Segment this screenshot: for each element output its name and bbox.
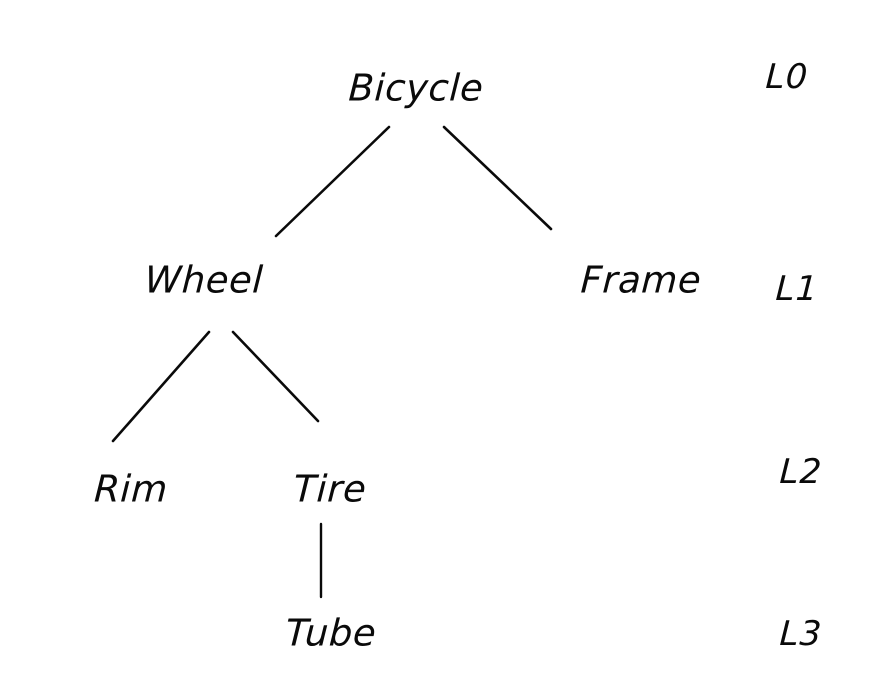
node-wheel: Wheel (143, 258, 265, 302)
edge-bicycle-wheel (274, 125, 391, 238)
node-tube: Tube (284, 611, 378, 655)
level-label-l2: L2 (778, 452, 824, 492)
edge-bicycle-frame (442, 125, 553, 231)
level-label-l0: L0 (764, 57, 810, 97)
node-tire: Tire (292, 467, 368, 511)
level-label-l3: L3 (778, 614, 824, 654)
level-label-l1: L1 (774, 269, 820, 309)
edge-wheel-rim (111, 330, 211, 443)
node-rim: Rim (93, 467, 169, 511)
node-bicycle: Bicycle (347, 66, 485, 110)
edge-wheel-tire (231, 330, 320, 423)
node-frame: Frame (579, 258, 703, 302)
